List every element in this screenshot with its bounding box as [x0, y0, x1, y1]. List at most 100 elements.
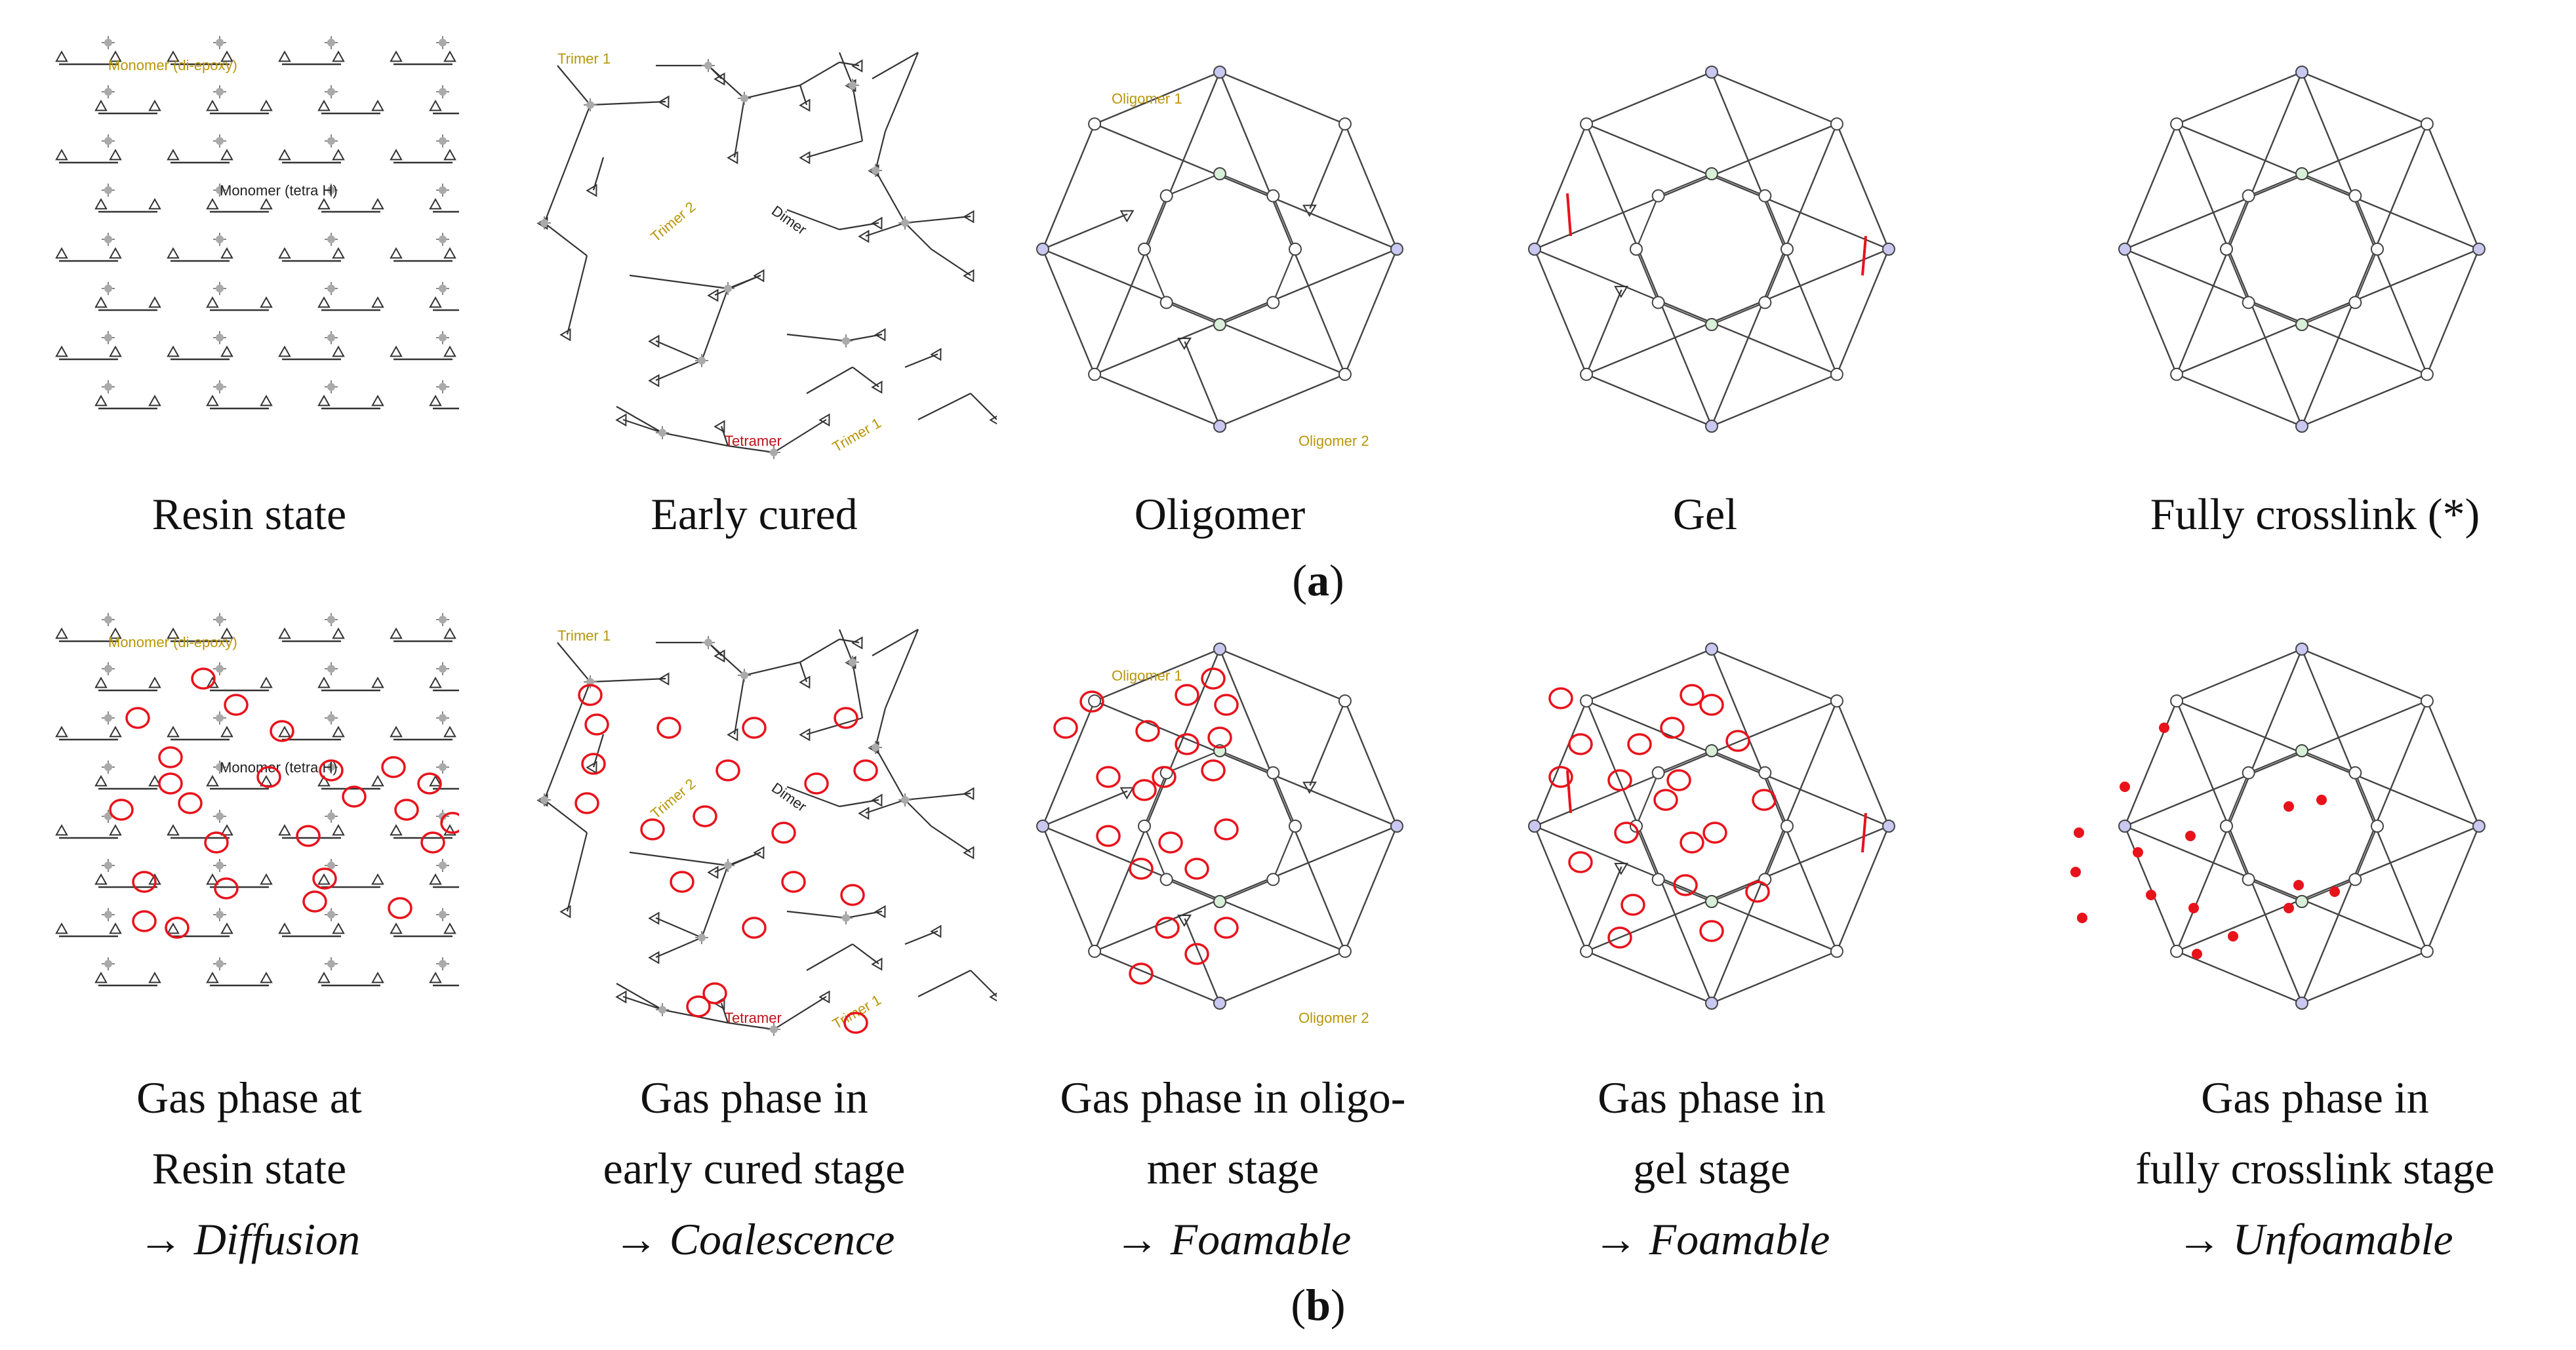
label-monomer-epoxy-b: Monomer (di-epoxy): [108, 634, 237, 650]
network-edge: [1218, 71, 1346, 375]
epoxy-triangle: [94, 971, 108, 983]
panel-gel-b: [1528, 643, 1895, 1010]
network-node: [1088, 367, 1102, 381]
gas-bubble: [1214, 917, 1239, 939]
network-node: [2295, 167, 2308, 180]
gas-bubble: [804, 772, 829, 795]
early-cured-network-b: [536, 629, 997, 1036]
network-edge: [1764, 195, 1788, 250]
network-edge: [1272, 248, 1297, 303]
bond-line: [733, 98, 746, 158]
crosslink-node: [2118, 820, 2131, 833]
epoxy-triangle: [260, 99, 273, 111]
panel-resin-b: Monomer (di-epoxy) Monomer (tetra H): [55, 613, 459, 987]
epoxy-triangle: [371, 774, 384, 787]
amine-node: [104, 960, 112, 968]
amine-node: [327, 383, 335, 391]
epoxy-triangle: [799, 728, 811, 742]
gas-bubble: [843, 1012, 868, 1034]
bond-line: [875, 170, 906, 224]
monomer-epoxy: [167, 345, 233, 361]
network-edge: [2175, 648, 2303, 952]
label-trimer2: Trimer 2: [647, 199, 698, 245]
network-node: [1338, 944, 1352, 958]
epoxy-triangle: [206, 296, 219, 308]
gas-dot: [2316, 795, 2327, 805]
epoxy-triangle: [858, 806, 870, 820]
epoxy-triangle: [109, 922, 122, 934]
epoxy-triangle: [148, 99, 161, 111]
network-edge: [1042, 790, 1128, 827]
epoxy-triangle: [332, 922, 345, 934]
network-edge: [1042, 213, 1128, 250]
amine-node: [439, 186, 447, 194]
network-edge: [2225, 195, 2249, 250]
epoxy-triangle: [278, 627, 291, 639]
network-node: [1651, 766, 1665, 780]
gas-dot: [2074, 827, 2084, 838]
epoxy-triangle: [260, 873, 273, 885]
gas-bubble: [1135, 720, 1160, 742]
epoxy-triangle: [148, 296, 161, 308]
amine-node: [216, 862, 224, 869]
epoxy-triangle: [1119, 787, 1135, 800]
amine-node: [439, 911, 447, 919]
epoxy-triangle: [727, 728, 738, 742]
monomer-epoxy: [429, 676, 459, 692]
bond-line: [720, 426, 729, 447]
network-edge: [2176, 648, 2303, 702]
amine-node: [740, 94, 748, 102]
network-edge: [2225, 825, 2249, 880]
gas-bubble: [1129, 963, 1154, 985]
gas-bubbles: [1548, 684, 1777, 949]
panel-early-b: Trimer 1 Trimer 2 Dimer Tetramer Trimer …: [536, 627, 997, 1036]
network-edge: [1166, 302, 1220, 326]
epoxy-triangle: [167, 50, 180, 62]
monomer-epoxy: [317, 971, 384, 987]
epoxy-triangle: [94, 873, 108, 885]
network-edge: [1219, 879, 1274, 903]
gas-bubble: [270, 720, 294, 742]
epoxy-triangle: [443, 148, 456, 161]
monomer-epoxy: [278, 922, 345, 938]
network-node: [1830, 117, 1843, 131]
gas-bubble: [1680, 684, 1704, 706]
epoxy-triangle: [55, 148, 68, 161]
epoxy-triangle: [871, 216, 883, 230]
panel-crosslink-b: [2070, 643, 2485, 1010]
network-edge: [1094, 648, 1220, 702]
epoxy-triangle: [390, 725, 403, 738]
panel-resin-a: Monomer (di-epoxy) Monomer (tetra H): [55, 36, 459, 410]
gas-bubble: [574, 792, 599, 814]
epoxy-triangle: [1177, 914, 1192, 927]
gas-bubble: [165, 917, 190, 939]
network-edge: [1094, 71, 1220, 125]
amine-node: [849, 658, 856, 666]
label-oligomer2-b: Oligomer 2: [1298, 1010, 1369, 1026]
epoxy-triangle: [1302, 205, 1317, 217]
monomer-epoxy: [94, 971, 161, 987]
caption-line1: Gas phase in: [640, 1073, 868, 1122]
amine-node: [104, 285, 112, 292]
bond-line: [931, 248, 971, 276]
network-edge: [1309, 700, 1346, 786]
amine-node: [439, 616, 447, 624]
network-edge: [1586, 700, 1889, 827]
bond-line: [799, 62, 840, 86]
gas-bubble: [1620, 894, 1645, 916]
network-node: [2295, 318, 2308, 331]
crosslink-red: [1861, 235, 1867, 276]
amine-node: [698, 357, 706, 365]
monomer-epoxy: [429, 873, 459, 888]
amine-node: [439, 960, 447, 968]
network-edge: [2248, 302, 2303, 326]
bond-line: [872, 629, 919, 656]
gas-bubble: [1614, 822, 1639, 844]
bond-line: [744, 661, 801, 677]
network-edge: [1344, 825, 1398, 952]
monomer-epoxy: [390, 345, 456, 361]
gas-bubble: [109, 799, 134, 821]
gas-bubble: [1699, 694, 1724, 716]
label-tetramer-b: Tetramer: [725, 1010, 782, 1026]
gas-dot: [2284, 903, 2294, 913]
